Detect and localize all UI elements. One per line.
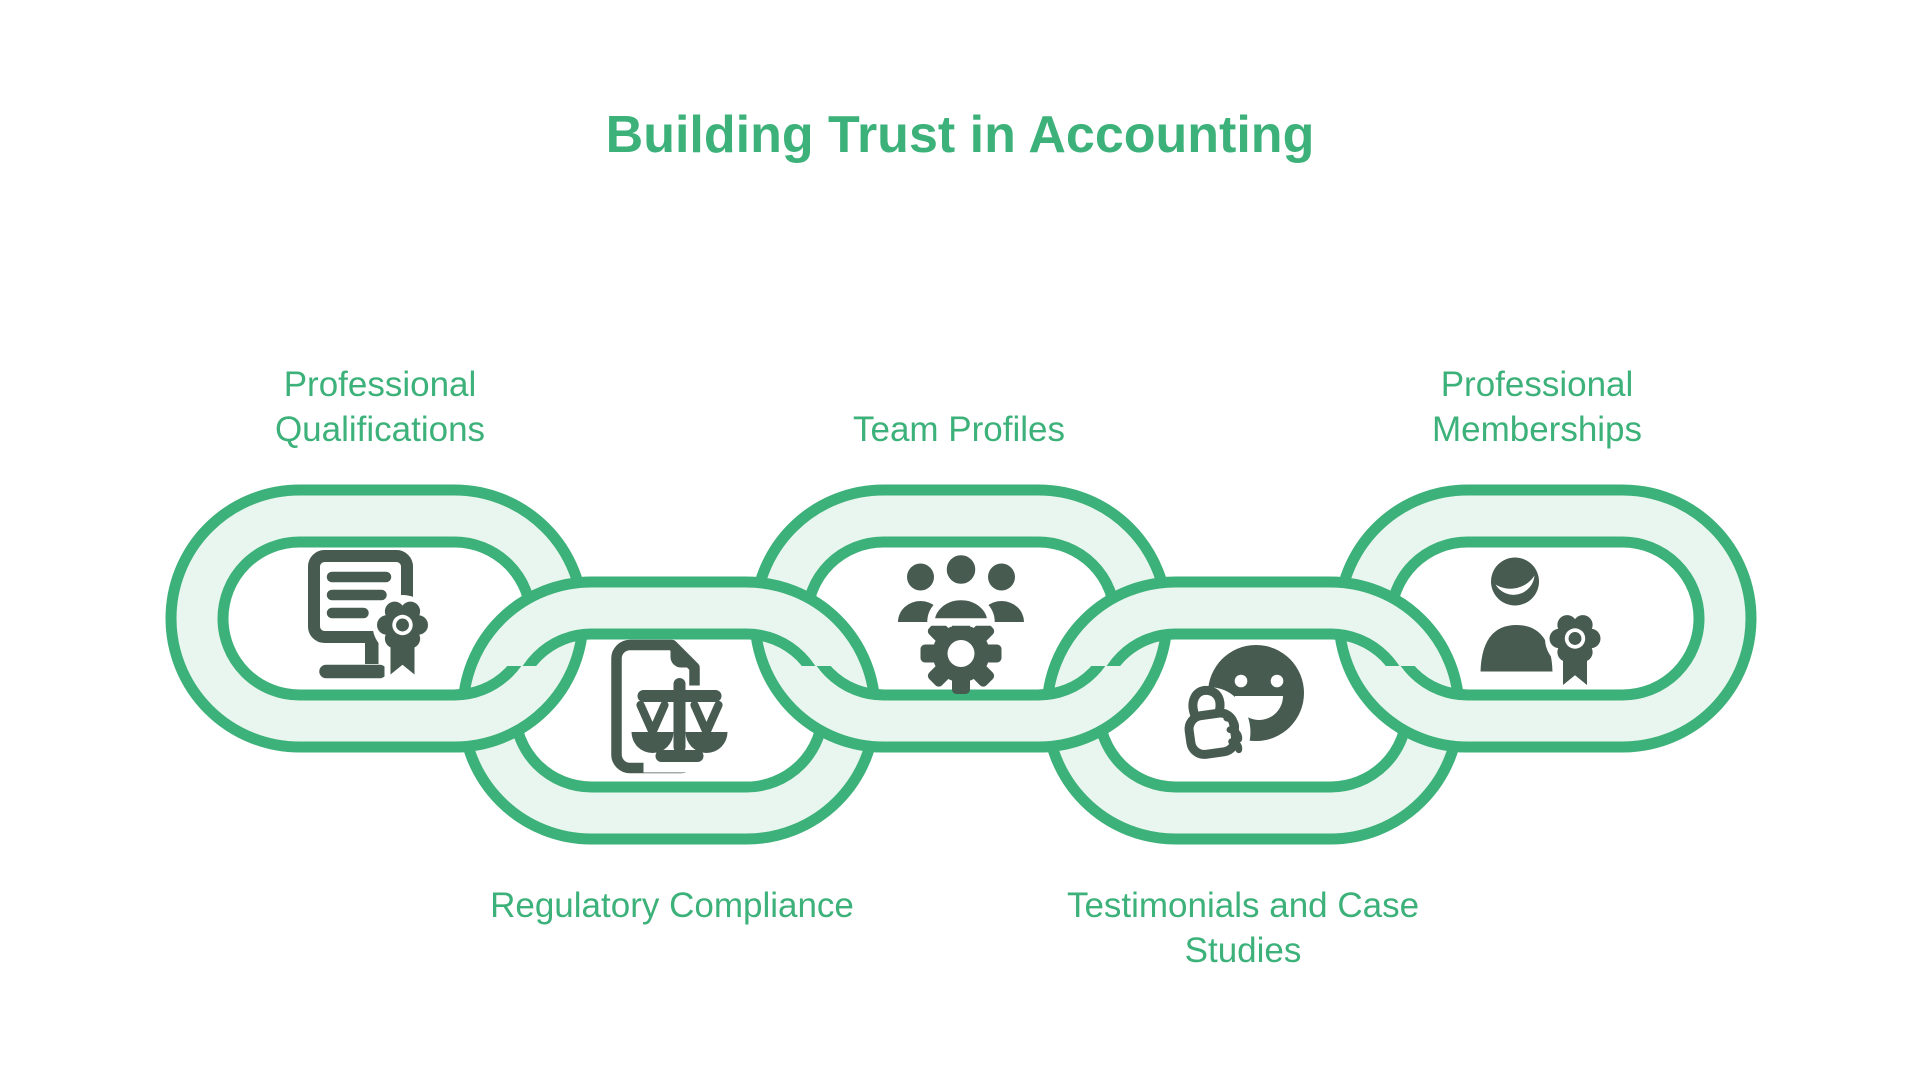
team-gear-icon	[898, 547, 1024, 694]
link-label-4: Testimonials and Case Studies	[1066, 886, 1420, 970]
page-title: Building Trust in Accounting	[605, 106, 1315, 164]
link-label-5: Professional Memberships	[1431, 365, 1643, 449]
member-badge-icon	[1480, 557, 1605, 690]
link-label-2: Regulatory Compliance	[490, 886, 854, 925]
link-label-3: Team Profiles	[852, 410, 1066, 449]
link-label-1: Professional Qualifications	[274, 365, 486, 449]
thumbs-up-smiley-icon	[1178, 645, 1304, 771]
legal-document-scales-icon	[611, 639, 731, 774]
certificate-icon	[308, 550, 433, 685]
